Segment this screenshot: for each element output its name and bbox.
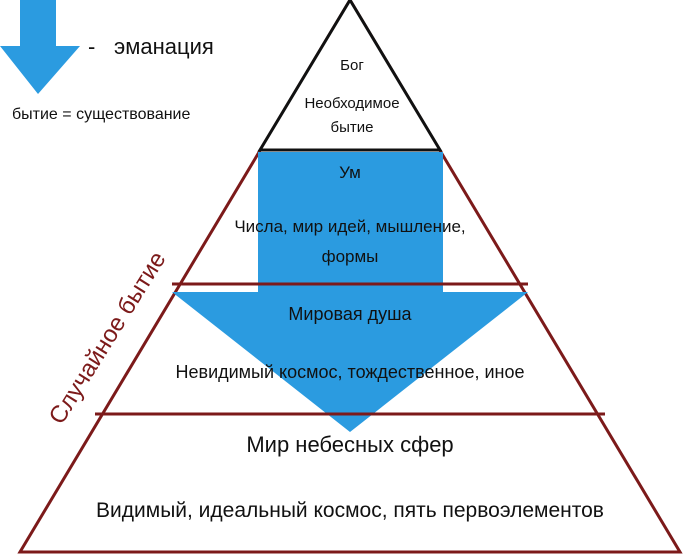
celestial-spheres-label: Мир небесных сфер [246, 432, 453, 457]
mind-label: Ум [339, 163, 361, 182]
emanation-arrow [172, 152, 528, 432]
legend-arrow-icon [0, 0, 80, 94]
legend-dash: - [88, 34, 96, 59]
top-triangle [257, 0, 443, 152]
world-soul-label: Мировая душа [288, 304, 412, 324]
mind-description-line1: Числа, мир идей, мышление, [234, 217, 465, 236]
world-soul-description: Невидимый космос, тождественное, иное [176, 362, 525, 382]
mind-description-line2: формы [322, 247, 379, 266]
celestial-description: Видимый, идеальный космос, пять первоэле… [96, 499, 604, 522]
necessary-being-line1: Необходимое [304, 95, 399, 112]
necessary-being-line2: бытие [331, 119, 374, 136]
legend-emanation-text: эманация [114, 34, 214, 59]
legend-being-equals-existence: бытие = существование [12, 106, 191, 123]
god-label: Бог [340, 57, 364, 74]
